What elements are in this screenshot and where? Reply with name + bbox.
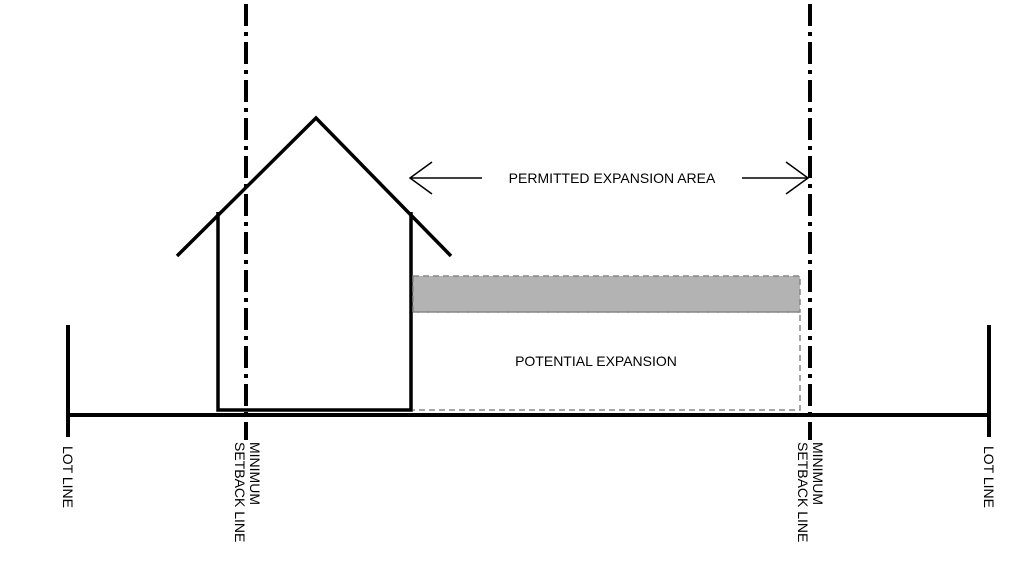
potential-expansion-label: POTENTIAL EXPANSION	[515, 353, 677, 369]
setback-right-label-line1: MINIMUM	[810, 442, 826, 505]
setback-left-label-line1: MINIMUM	[247, 442, 263, 505]
potential-expansion-outline	[413, 311, 801, 411]
setback-right-label-line2: SETBACK LINE	[795, 442, 811, 542]
house-walls	[216, 212, 413, 412]
lot-line-left-label: LOT LINE	[60, 446, 76, 508]
setback-left-label-line2: SETBACK LINE	[232, 442, 248, 542]
permitted-expansion-label: PERMITTED EXPANSION AREA	[509, 170, 716, 186]
arrow-left-head-icon	[408, 161, 433, 195]
permitted-expansion-band	[412, 275, 801, 313]
house-roof	[175, 115, 453, 258]
arrow-right-head-icon	[785, 161, 810, 195]
lot-line-right-label: LOT LINE	[981, 446, 997, 508]
